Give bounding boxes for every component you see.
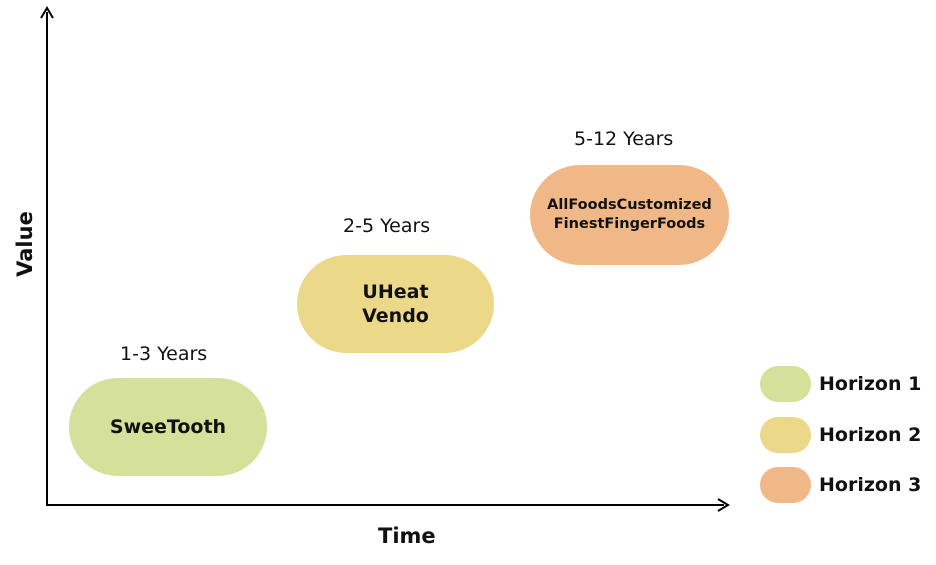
legend-swatch <box>760 417 811 453</box>
x-axis-arrowhead <box>717 498 730 512</box>
y-axis-label: Value <box>13 211 37 277</box>
horizon-2-pill: UHeat Vendo <box>297 255 494 353</box>
horizon-3-pill: AllFoodsCustomized FinestFingerFoods <box>530 165 729 265</box>
legend-label: Horizon 3 <box>819 474 922 496</box>
horizon-2-duration: 2-5 Years <box>343 215 431 237</box>
x-axis-label: Time <box>378 524 436 548</box>
legend-item-horizon-2: Horizon 2 <box>760 417 921 453</box>
legend-item-horizon-3: Horizon 3 <box>760 467 921 503</box>
legend-label: Horizon 2 <box>819 424 922 446</box>
horizon-1-duration: 1-3 Years <box>120 343 208 365</box>
horizon-2-name: UHeat Vendo <box>362 281 429 327</box>
legend-label: Horizon 1 <box>819 373 922 395</box>
horizon-3-name: AllFoodsCustomized FinestFingerFoods <box>547 197 712 232</box>
horizon-1-name: SweeTooth <box>109 416 227 438</box>
legend-swatch <box>760 366 811 402</box>
y-axis-arrowhead <box>40 6 54 19</box>
horizon-1-pill: SweeTooth <box>69 378 267 476</box>
legend-swatch <box>760 467 811 503</box>
legend-item-horizon-1: Horizon 1 <box>760 366 921 402</box>
horizon-3-duration: 5-12 Years <box>574 128 674 150</box>
